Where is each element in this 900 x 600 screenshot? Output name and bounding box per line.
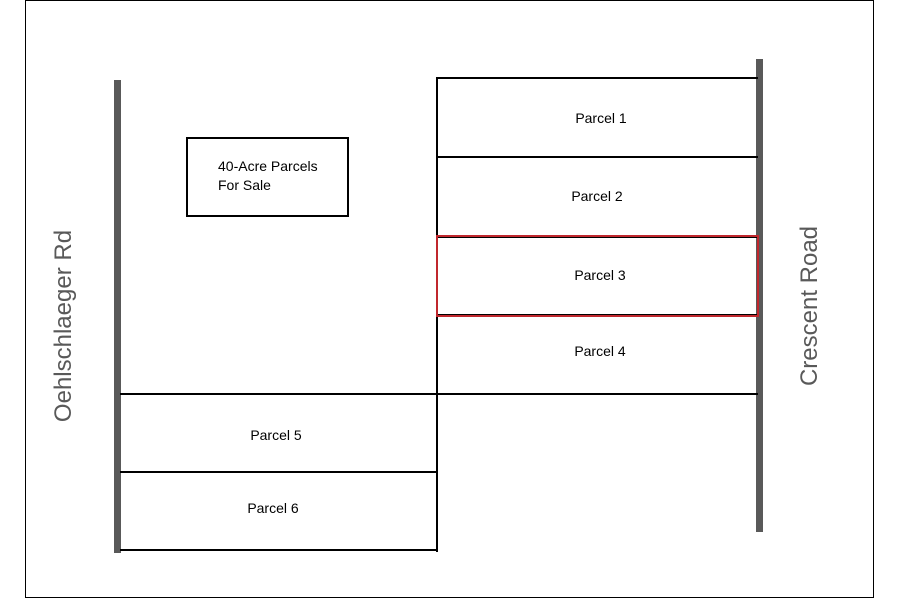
sale-sign-line-2: For Sale (218, 177, 271, 193)
east-road-line (756, 59, 763, 532)
for-sale-sign: 40-Acre Parcels For Sale (186, 137, 349, 217)
west-road-line (114, 80, 121, 553)
parcel-4-bottom-border (120, 393, 758, 395)
parcel-4-label[interactable]: Parcel 4 (574, 343, 626, 359)
parcel-1-label[interactable]: Parcel 1 (575, 110, 627, 126)
sale-sign-line-1: 40-Acre Parcels (218, 158, 318, 174)
map-frame-top (25, 0, 874, 1)
parcel-2-3-divider (436, 236, 758, 238)
parcel-5-label[interactable]: Parcel 5 (250, 427, 302, 443)
parcel-6-bottom-border (120, 549, 438, 551)
parcel-3-highlight (436, 235, 759, 317)
parcel-1-2-divider (436, 156, 758, 158)
parcel-6-label[interactable]: Parcel 6 (247, 500, 299, 516)
map-frame (25, 0, 874, 598)
parcel-2-label[interactable]: Parcel 2 (571, 188, 623, 204)
parcel-1-top-border (436, 77, 758, 79)
west-road-label: Oehlschlaeger Rd (50, 229, 77, 423)
east-road-label: Crescent Road (796, 225, 823, 387)
parcel-5-6-divider (120, 471, 438, 473)
parcel-3-label[interactable]: Parcel 3 (574, 267, 626, 283)
